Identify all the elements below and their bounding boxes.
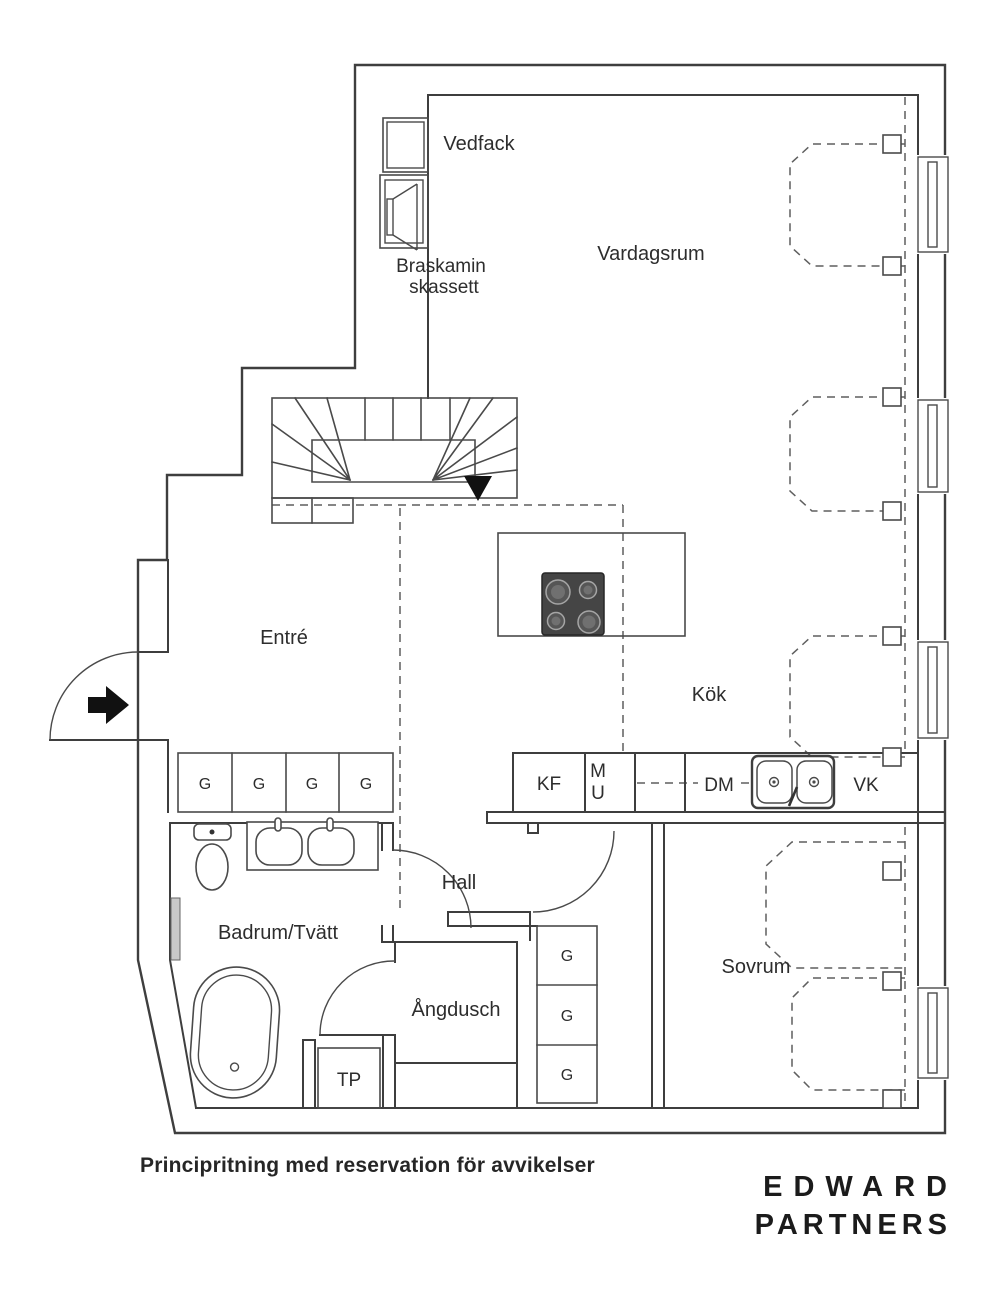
ceiling-dashed-lines [272,97,906,1105]
bathroom-wall-niche [170,897,181,961]
door-swings [49,651,615,1036]
entry-arrow-icon [88,686,129,724]
kitchen-island [497,532,686,637]
cooktop-icon [541,572,605,636]
brand-logo: EDWARD PARTNERS [755,1168,947,1244]
disclaimer-caption: Principritning med reservation för avvik… [140,1154,595,1177]
wardrobe-label: G [360,776,372,793]
appliance-label-vk: VK [853,775,879,796]
wardrobe-column [536,925,598,1104]
wood-storage-niche [382,117,429,173]
wardrobe-row [177,752,394,813]
radiator-squares [882,134,902,1109]
toilet-icon [193,823,232,891]
room-label-braskamin-1: Braskamin [396,256,486,277]
brand-logo-line1: EDWARD [763,1171,958,1203]
brand-logo-line2: PARTNERS [754,1209,952,1241]
room-label-kok: Kök [692,684,727,706]
stairs-direction-arrow-icon [464,476,492,501]
sink-icon [750,754,836,810]
appliance-label-m: M [590,761,606,782]
washbasin-icon [246,817,379,871]
room-label-vedfack: Vedfack [443,133,515,155]
room-label-hall: Hall [442,872,476,894]
washer-tower-box [317,1047,381,1109]
steamshower-door-swing [319,960,396,1036]
window [912,398,956,494]
room-label-braskamin-2: skassett [409,277,479,298]
wardrobe-label: G [199,776,211,793]
bathtub-icon [189,966,281,1099]
wardrobe-label: G [306,776,318,793]
room-label-badrum: Badrum/Tvätt [218,922,338,944]
fireplace-icon [379,174,429,251]
window [912,155,956,254]
window [912,640,956,740]
wardrobe-dashed-outlines [765,143,905,1091]
room-label-entre: Entré [260,627,308,649]
kitchen-door-swing [532,830,615,913]
stairs [270,396,519,524]
wardrobe-label: G [561,1067,573,1084]
exterior-wall [136,63,947,1135]
appliance-label-kf: KF [537,774,561,795]
wardrobe-label: G [561,1008,573,1025]
appliance-label-dm: DM [704,775,734,796]
windows [912,155,956,1080]
room-label-angdusch: Ångdusch [412,998,501,1021]
wardrobe-label: G [561,948,573,965]
appliance-label-u: U [591,783,605,804]
wardrobe-label: G [253,776,265,793]
appliance-label-tp: TP [337,1070,361,1091]
room-label-vardagsrum: Vardagsrum [597,243,704,265]
window [912,986,956,1080]
entry-door-swing [49,651,139,741]
bathroom-door-swing [392,849,472,929]
room-label-sovrum: Sovrum [722,956,791,978]
